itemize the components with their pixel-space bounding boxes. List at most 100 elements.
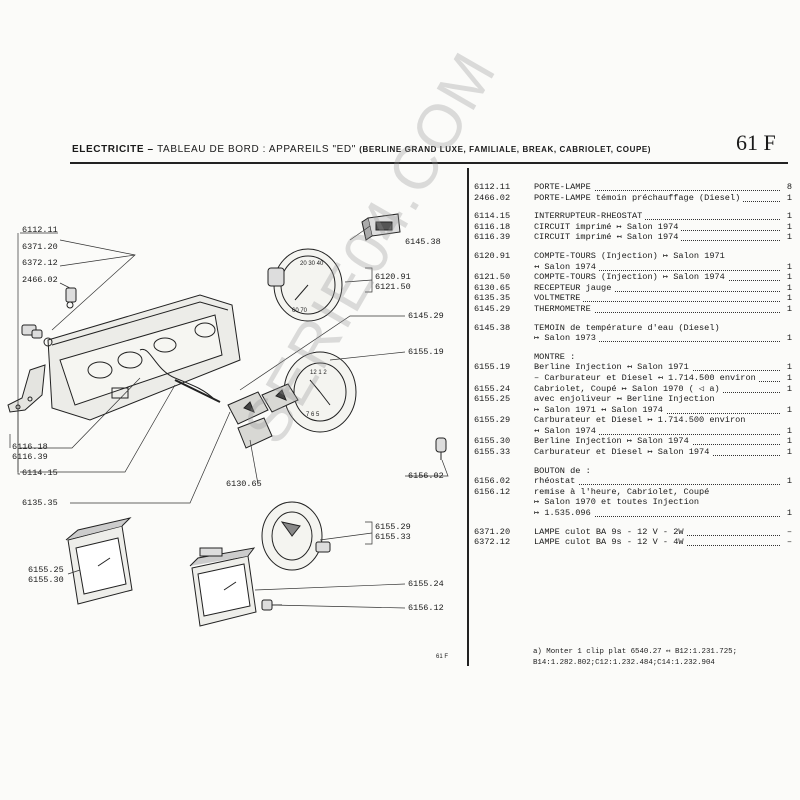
callout-6155-24: 6155.24: [408, 579, 444, 589]
leader-dots: [534, 293, 780, 303]
callout-2466-02: 2466.02: [22, 275, 58, 285]
callout-6112-11: 6112.11: [22, 225, 58, 235]
part-description: COMPTE-TOURS (Injection) ↦ Salon 1974: [534, 272, 728, 283]
part-quantity: 1: [786, 261, 792, 272]
part-quantity: 1: [786, 192, 792, 203]
footnote-line-2: B14:1.282.802;C12:1.232.484;C14:1.232.90…: [533, 659, 715, 667]
dashboard-housing: [47, 294, 241, 421]
svg-text:7 6 5: 7 6 5: [306, 412, 320, 418]
callout-6135-35: 6135.35: [22, 498, 58, 508]
clock-embellisher: [65, 517, 133, 605]
part-ref: 6120.91: [474, 250, 511, 261]
svg-text:60 70: 60 70: [292, 308, 308, 314]
callout-6114-15: 6114.15: [22, 468, 58, 478]
part-description: TEMOIN de température d'eau (Diesel): [534, 322, 723, 333]
part-ref: 6116.39: [474, 232, 511, 243]
part-description: RECEPTEUR jauge: [534, 282, 615, 293]
part-description-wrap: INTERRUPTEUR-RHEOSTAT: [534, 211, 646, 222]
part-description: PORTE-LAMPE témoin préchauffage (Diesel): [534, 192, 744, 203]
part-description-wrap: CIRCUIT imprimé ↦ Salon 1974: [534, 221, 682, 233]
clock-gauge: 12 1 2 7 6 5: [283, 351, 357, 433]
part-row: ↦ 1.535.096 1: [474, 508, 792, 519]
part-description-wrap: THERMOMETRE: [534, 303, 594, 315]
part-description: COMPTE-TOURS (Injection) ↦ Salon 1971: [534, 250, 728, 261]
part-row: ↦ Salon 1973 1: [474, 333, 792, 344]
svg-text:12 1 2: 12 1 2: [310, 370, 327, 376]
part-ref: 6155.24: [474, 383, 511, 394]
part-description: BOUTON de :: [534, 465, 594, 476]
part-description-wrap: BOUTON de :: [534, 465, 594, 477]
part-description: PORTE-LAMPE: [534, 182, 594, 192]
part-description-wrap: LAMPE culot BA 9s - 12 V - 4W: [534, 537, 687, 548]
part-description: ↦ Salon 1971 ↤ Salon 1974: [534, 404, 666, 415]
part-description-wrap: VOLTMETRE: [534, 293, 584, 304]
part-quantity: –: [786, 537, 792, 548]
part-row: ↦ Salon 1970 et toutes Injection: [474, 497, 792, 508]
part-description: Carburateur et Diesel ↦ Salon 1974: [534, 447, 713, 458]
part-description-wrap: ↦ Salon 1973: [534, 333, 599, 344]
part-quantity: 1: [786, 508, 792, 519]
part-quantity: 1: [786, 282, 792, 293]
part-description: LAMPE culot BA 9s - 12 V - 2W: [534, 526, 687, 537]
part-row: 6155.24 Cabriolet, Coupé ↦ Salon 1970 ( ◁…: [474, 383, 792, 395]
callout-6155-25: 6155.25: [28, 565, 64, 575]
part-quantity: 1: [786, 476, 792, 487]
gauge-receivers: [227, 383, 299, 449]
list-gap: [474, 458, 792, 466]
temperature-witness-lamp: [361, 213, 401, 241]
part-description-wrap: ↦ Salon 1970 et toutes Injection: [534, 497, 703, 508]
callout-6155-30: 6155.30: [28, 575, 64, 585]
part-quantity: 1: [786, 333, 792, 344]
leader-dots: [534, 211, 780, 221]
part-ref: 6114.15: [474, 211, 511, 222]
callout-6145-29: 6145.29: [408, 311, 444, 321]
part-description-wrap: LAMPE culot BA 9s - 12 V - 2W: [534, 526, 687, 538]
part-description: Carburateur et Diesel ↦ 1.714.500 enviro…: [534, 415, 749, 426]
callout-6155-29: 6155.29: [375, 522, 411, 532]
part-ref: 2466.02: [474, 192, 511, 203]
part-description: Berline Injection ↤ Salon 1971: [534, 362, 692, 373]
part-ref: 6155.19: [474, 362, 511, 373]
part-description-wrap: COMPTE-TOURS (Injection) ↦ Salon 1971: [534, 250, 728, 262]
part-ref: 6156.02: [474, 476, 511, 487]
part-ref: 6155.30: [474, 436, 511, 447]
tachometer: 20 30 40 60 70: [267, 248, 343, 322]
part-description-wrap: Carburateur et Diesel ↦ Salon 1974: [534, 447, 713, 458]
part-description-wrap: Cabriolet, Coupé ↦ Salon 1970 ( ◁ a): [534, 383, 723, 395]
part-description-wrap: ↤ Salon 1974: [534, 425, 599, 437]
part-description: ↦ Salon 1970 et toutes Injection: [534, 497, 703, 508]
part-quantity: 1: [786, 447, 792, 458]
part-description-wrap: RECEPTEUR jauge: [534, 282, 615, 294]
part-description: ↦ 1.535.096: [534, 508, 594, 519]
part-row: MONTRE :: [474, 351, 792, 363]
part-description-wrap: CIRCUIT imprimé ↤ Salon 1974: [534, 232, 682, 243]
clock-carburettor: [261, 501, 331, 571]
part-quantity: 1: [786, 362, 792, 373]
part-ref: 6116.18: [474, 221, 511, 232]
part-description-wrap: remise à l'heure, Cabriolet, Coupé: [534, 486, 713, 498]
leader-dots: [534, 476, 780, 486]
leader-dots: [534, 508, 780, 518]
part-ref: 6112.11: [474, 182, 511, 192]
exploded-diagram: 20 30 40 60 70 12 1 2 7 6 5: [7, 213, 449, 627]
list-gap: [474, 243, 792, 251]
part-description: Cabriolet, Coupé ↦ Salon 1970 ( ◁ a): [534, 383, 723, 394]
leader-dots: [534, 262, 780, 271]
part-description: THERMOMETRE: [534, 303, 594, 314]
part-description-wrap: TEMOIN de température d'eau (Diesel): [534, 322, 723, 334]
callout-6155-19: 6155.19: [408, 347, 444, 357]
